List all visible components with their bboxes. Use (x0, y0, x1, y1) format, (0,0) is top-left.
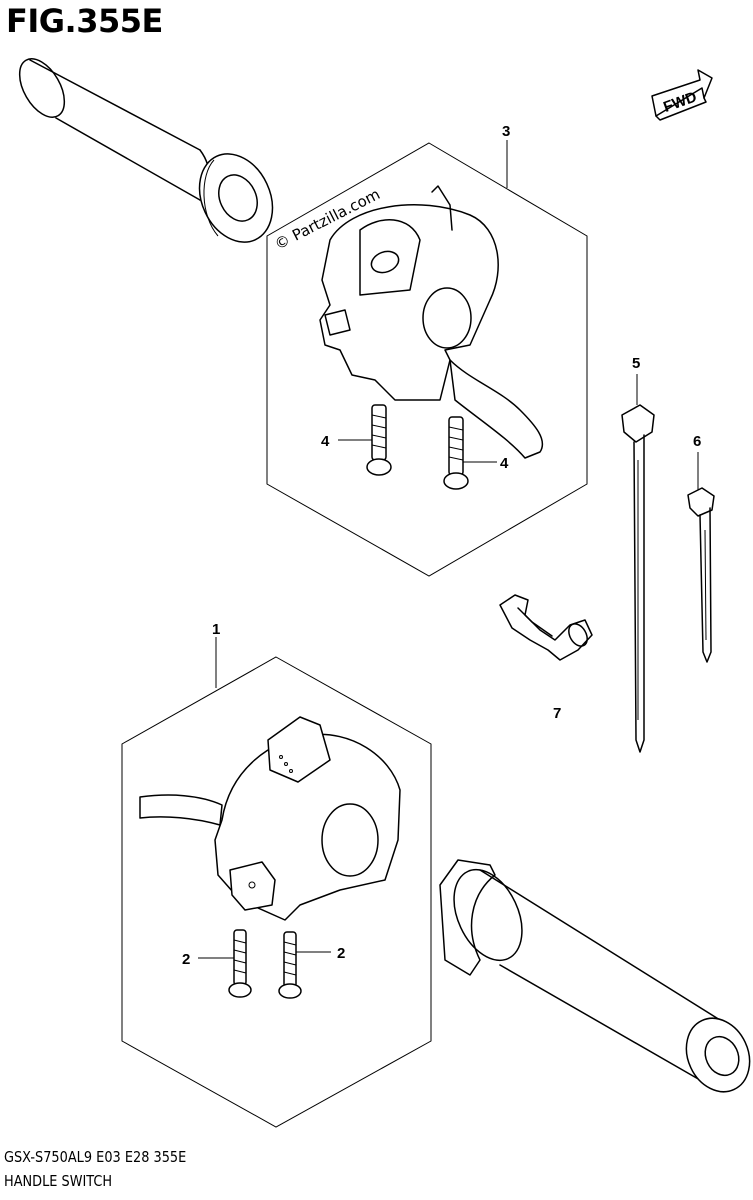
right-handle-switch (319, 185, 544, 459)
callout-4a: 4 (321, 433, 330, 450)
screw-4a (366, 404, 392, 476)
callout-6: 6 (693, 433, 701, 450)
callout-3: 3 (502, 123, 510, 140)
right-grip (439, 859, 751, 1093)
callout-1: 1 (212, 621, 220, 638)
footer-model-code: GSX-S750AL9 E03 E28 355E (4, 1148, 187, 1166)
figure-title: FIG.355E (6, 2, 163, 40)
callout-5: 5 (632, 355, 640, 372)
footer-figure-name: HANDLE SWITCH (4, 1172, 113, 1190)
callout-4b: 4 (500, 455, 509, 472)
clamp-7 (499, 594, 593, 661)
left-handle-switch (139, 716, 401, 921)
callout-7: 7 (553, 705, 561, 722)
screw-2a (228, 929, 252, 998)
left-grip (18, 58, 274, 243)
callout-2a: 2 (182, 951, 190, 968)
fwd-arrow-icon: FWD (651, 69, 713, 121)
screw-4b (443, 416, 469, 490)
cable-tie-6 (687, 487, 715, 663)
callout-2b: 2 (337, 945, 345, 962)
part-1-group-outline (121, 656, 432, 1128)
part-3-group-outline (266, 142, 588, 577)
screw-2b (278, 931, 302, 999)
cable-tie-5 (621, 404, 655, 753)
